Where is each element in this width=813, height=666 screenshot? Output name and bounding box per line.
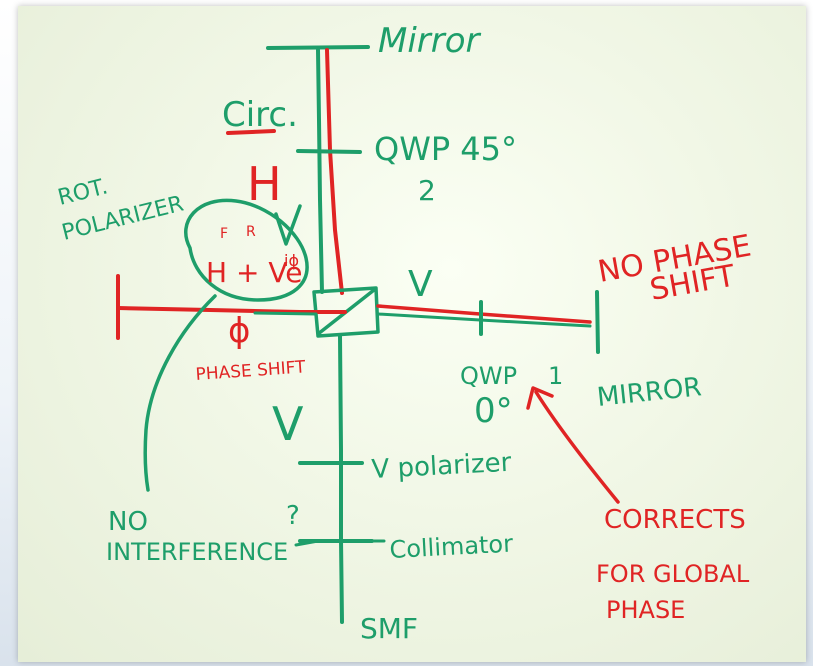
state-bubble: [184, 198, 309, 302]
question-mark: ?: [286, 501, 300, 531]
smf-label: SMF: [360, 612, 418, 645]
lower-beam: [338, 334, 344, 624]
left-beam-red: [116, 306, 347, 314]
v-polarizer-label: V polarizer: [371, 448, 513, 485]
circ-underline: [226, 129, 276, 135]
qwp0-angle: 0°: [474, 391, 513, 431]
small-v-mark: [274, 204, 302, 246]
corrects-arrowhead: [526, 386, 554, 410]
corrects-arrow: [534, 390, 620, 504]
left-beam-green: [253, 311, 318, 316]
bubble-tail: [143, 294, 217, 492]
qwp45-plate: [296, 149, 362, 154]
no-interference-label-1: NO: [108, 507, 148, 537]
r-label: R: [246, 224, 256, 240]
no-interference-leader: [294, 539, 320, 547]
h-top-label: H: [247, 157, 282, 211]
corrects-label-1: CORRECTS: [604, 505, 746, 535]
corrects-label-2: FOR GLOBAL: [596, 560, 750, 588]
rot-polarizer-label-1: ROT.: [55, 174, 110, 210]
state-exponent: iϕ: [284, 251, 299, 270]
top-mirror-line: [266, 45, 370, 50]
right-mirror: [595, 290, 600, 354]
qwp45-number: 2: [418, 174, 436, 207]
qwp0-label: QWP: [460, 362, 517, 390]
f-label: F: [220, 226, 228, 242]
phase-shift-label: PHASE SHIFT: [195, 357, 307, 385]
phi-label: ϕ: [228, 311, 250, 351]
corrects-label-3: PHASE: [606, 596, 685, 624]
mirror-right-label: MIRROR: [596, 372, 703, 413]
state-label: H + Ve: [206, 256, 303, 289]
upper-beam-green: [316, 48, 324, 294]
qwp45-label: QWP 45°: [374, 130, 517, 168]
collimator-label: Collimator: [389, 530, 514, 564]
qwp0-number: 1: [548, 362, 563, 390]
mirror-top-label: Mirror: [378, 21, 482, 61]
no-interference-label-2: INTERFERENCE: [106, 538, 288, 566]
circ-label: Circ.: [222, 95, 298, 135]
whiteboard: [18, 6, 806, 662]
v-lower-label: V: [272, 397, 304, 451]
v-right-label: V: [408, 264, 433, 305]
upper-beam-red: [325, 48, 344, 295]
